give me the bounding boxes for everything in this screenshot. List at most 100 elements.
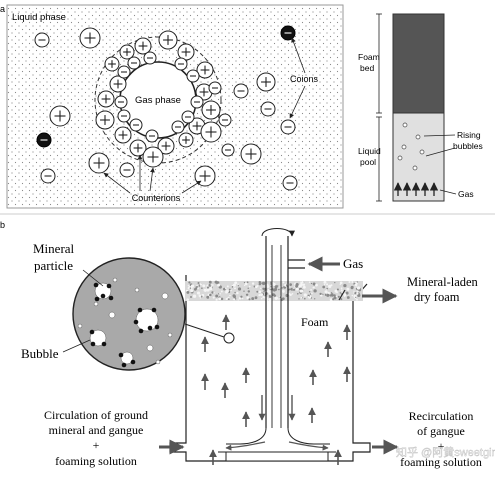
foam-speck: [351, 294, 354, 297]
foam-speck: [260, 297, 263, 300]
foam-speck: [335, 295, 338, 298]
foam-speck: [339, 283, 342, 286]
zoom-leader-line: [184, 323, 225, 338]
foam-bed-column: [392, 13, 445, 114]
gas-pointer-a: [439, 189, 457, 195]
foam-speck: [281, 289, 285, 293]
foam-speck: [282, 281, 285, 284]
foam-speck: [197, 281, 200, 285]
rising-bubbles: [397, 122, 425, 171]
mineral-grain: [89, 329, 95, 335]
foam-speck: [324, 290, 328, 294]
foam-speck: [328, 284, 332, 289]
foam-bed-label-2: bed: [360, 63, 374, 73]
counterions-label: Counterions: [132, 193, 181, 203]
foam-speck: [243, 284, 246, 287]
foam-speck: [309, 293, 312, 295]
foam-speck: [217, 283, 221, 287]
foam-speck: [259, 287, 262, 290]
foam-speck: [206, 286, 209, 289]
foam-speck: [278, 298, 280, 300]
particle-bubble: [112, 277, 118, 283]
foam-speck: [220, 297, 224, 301]
foam-speck: [269, 288, 271, 291]
foam-speck: [199, 297, 202, 299]
foam-speck: [187, 284, 189, 287]
foam-speck: [224, 287, 227, 290]
foam-speck: [212, 296, 215, 299]
foam-speck: [225, 289, 229, 293]
foam-speck: [213, 292, 215, 294]
liquid-phase-label: Liquid phase: [12, 12, 66, 23]
mineral-particle-label-1: Mineral: [33, 241, 75, 256]
foam-speck: [302, 283, 306, 287]
particle-bubble: [93, 301, 99, 307]
gas-inlet-arrows: [393, 182, 439, 196]
foam-speck: [211, 284, 214, 286]
foam-speck: [248, 298, 251, 301]
foam-speck: [251, 297, 255, 301]
foam-speck: [356, 290, 359, 293]
foam-speck: [295, 287, 299, 291]
foam-speck: [319, 292, 322, 296]
ions-group: [34, 25, 298, 191]
counterions-arrow-3: [181, 180, 202, 194]
foam-speck: [281, 287, 283, 289]
foam-speck: [209, 293, 212, 297]
coions-arrow-2: [289, 85, 306, 119]
foam-speck: [258, 294, 261, 297]
foam-speck: [346, 296, 350, 299]
foam-speck: [234, 281, 238, 285]
foam-speck: [236, 291, 239, 295]
foam-speck: [189, 287, 192, 289]
foam-speck: [326, 293, 330, 297]
mineral-grain: [94, 296, 100, 302]
foam-speck: [206, 295, 210, 299]
mineral-laden-label-1: Mineral-laden: [407, 275, 479, 289]
foam-speck: [296, 292, 299, 295]
foam-speck: [353, 290, 355, 292]
foam-speck: [233, 298, 236, 301]
foam-speck: [323, 280, 327, 284]
foam-speck: [258, 290, 261, 293]
coions-label: Coions: [290, 74, 319, 84]
foam-speck: [186, 298, 189, 301]
foam-speck: [215, 294, 219, 298]
foam-label: Foam: [301, 315, 329, 329]
outflow-arrow-left: [225, 441, 266, 451]
outflow-arrow-right: [288, 441, 329, 451]
foam-speck: [186, 290, 190, 294]
flow-arrows: [201, 314, 351, 465]
liquid-pool-label-2: pool: [360, 157, 376, 167]
panel-a: a Liquid phase Gas phase Coions Counteri…: [0, 4, 483, 209]
foam-speck: [315, 283, 318, 287]
foam-speck: [295, 284, 299, 288]
foam-speck: [346, 287, 350, 291]
counterions-arrow-1: [103, 172, 131, 194]
foam-speck: [211, 291, 214, 294]
foam-speck: [339, 292, 342, 294]
gas-label-b: Gas: [343, 256, 363, 271]
foam-speck: [220, 290, 223, 293]
foam-speck: [208, 280, 212, 284]
distributor-left-curve: [226, 427, 267, 445]
mineral-grain: [100, 293, 106, 299]
circulation-label-2: mineral and gangue: [49, 423, 144, 437]
foam-speck: [291, 293, 294, 295]
foam-speck: [333, 294, 336, 297]
distributor-right-curve: [287, 427, 330, 445]
foam-speck: [206, 288, 210, 292]
foam-speck: [337, 295, 340, 298]
foam-speck: [340, 289, 343, 292]
particle-bubble: [120, 351, 134, 365]
foam-speck: [343, 293, 347, 297]
foam-speck: [304, 297, 306, 300]
mineral-grain: [121, 362, 127, 368]
mineral-grain: [106, 283, 112, 289]
foam-speck: [190, 284, 195, 288]
foam-speck: [351, 281, 354, 283]
foam-speck: [229, 294, 231, 297]
foam-speck: [240, 295, 243, 298]
